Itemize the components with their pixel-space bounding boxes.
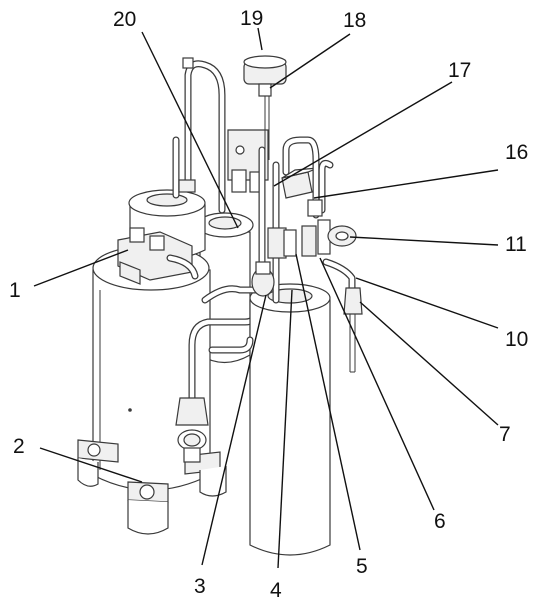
compressor-body [77,245,227,535]
callout-17: 17 [448,59,471,82]
accumulator-tank [196,212,254,364]
leader-7 [359,301,499,426]
interconnect-pipe [201,285,262,354]
callout-2: 2 [13,435,25,458]
callout-6: 6 [434,510,446,533]
discharge-pipe-loop [172,57,226,214]
solenoid-coil-16 [281,136,334,219]
callout-11: 11 [505,233,527,256]
leader-19 [257,27,263,51]
leader-20 [141,31,239,229]
service-valve-block [117,227,199,285]
callout-7: 7 [499,423,511,446]
callout-labels: 1 2 3 4 5 6 7 10 11 16 17 18 19 20 [9,7,528,602]
callout-4: 4 [270,579,282,602]
leader-16 [313,169,499,199]
leader-17 [273,81,453,187]
solenoid-valve-19 [243,55,287,160]
leader-2 [39,447,143,483]
callout-10: 10 [505,328,528,351]
callout-20: 20 [113,8,136,31]
leader-lines [33,27,499,569]
callout-19: 19 [240,7,263,30]
leader-18 [269,33,351,89]
leader-5 [295,253,361,551]
callout-3: 3 [194,575,206,598]
callout-16: 16 [505,141,528,164]
leader-3 [201,294,267,566]
receiver-tank [249,283,331,556]
callout-1: 1 [9,279,21,302]
right-valve-group [301,219,363,373]
callout-18: 18 [343,9,366,32]
central-valve-stack [251,146,297,304]
leader-10 [355,277,499,329]
leader-4 [277,289,293,569]
callout-5: 5 [356,555,368,578]
leader-1 [33,249,129,287]
leader-6 [319,257,435,511]
leader-11 [349,236,499,246]
